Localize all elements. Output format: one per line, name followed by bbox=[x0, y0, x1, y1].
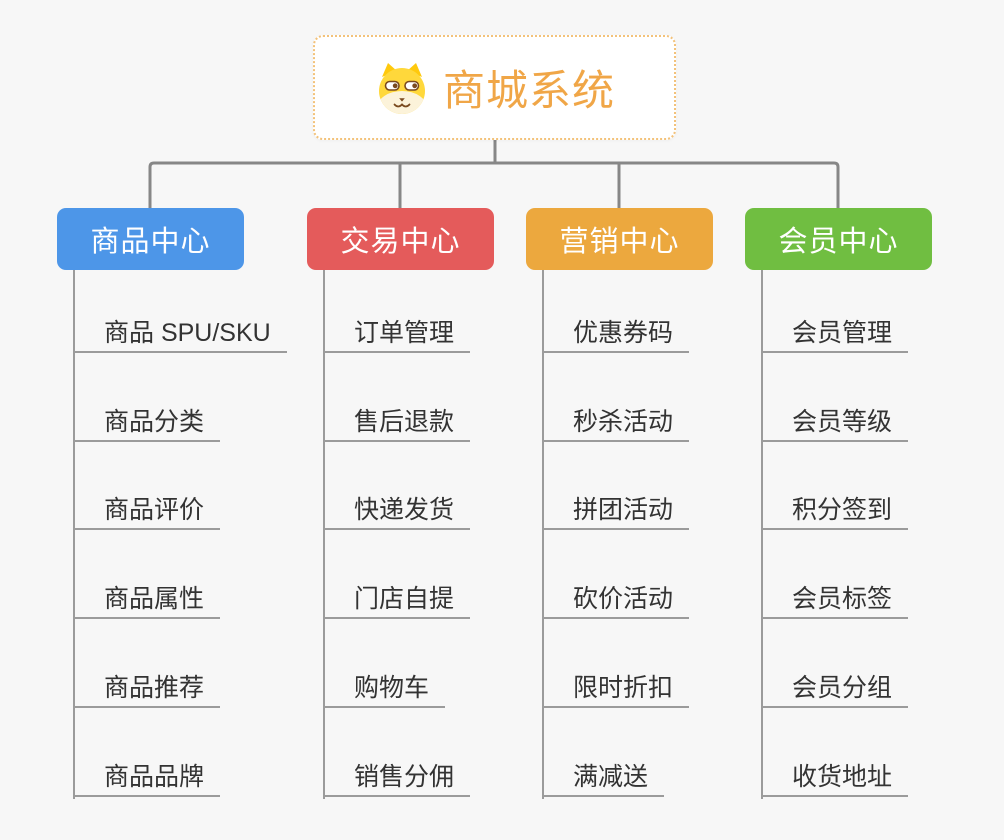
branch-label: 交易中心 bbox=[340, 226, 461, 258]
leaf-node[interactable]: 商品推荐 bbox=[73, 670, 221, 708]
leaf-node[interactable]: 商品品牌 bbox=[73, 759, 221, 797]
branch-drop-line bbox=[73, 270, 75, 799]
leaf-node[interactable]: 满减送 bbox=[542, 759, 665, 797]
leaf-node[interactable]: 销售分佣 bbox=[323, 759, 471, 797]
root-node[interactable]: 商城系统 bbox=[313, 35, 676, 140]
leaf-node[interactable]: 积分签到 bbox=[761, 492, 909, 530]
leaf-node[interactable]: 秒杀活动 bbox=[542, 404, 690, 442]
leaf-node[interactable]: 会员标签 bbox=[761, 581, 909, 619]
leaf-node[interactable]: 会员管理 bbox=[761, 315, 909, 353]
root-title: 商城系统 bbox=[442, 67, 615, 114]
branch-node-trade-center[interactable]: 交易中心 bbox=[307, 208, 494, 270]
branch-node-product-center[interactable]: 商品中心 bbox=[57, 208, 244, 270]
leaf-node[interactable]: 商品属性 bbox=[73, 581, 221, 619]
branch-drop-line bbox=[542, 270, 544, 799]
leaf-node[interactable]: 商品评价 bbox=[73, 492, 221, 530]
branch-node-member-center[interactable]: 会员中心 bbox=[745, 208, 932, 270]
leaf-node[interactable]: 拼团活动 bbox=[542, 492, 690, 530]
branch-node-marketing-center[interactable]: 营销中心 bbox=[526, 208, 713, 270]
branch-drop-line bbox=[323, 270, 325, 799]
leaf-node[interactable]: 收货地址 bbox=[761, 759, 909, 797]
leaf-node[interactable]: 门店自提 bbox=[323, 581, 471, 619]
branch-label: 商品中心 bbox=[90, 226, 211, 258]
leaf-node[interactable]: 优惠券码 bbox=[542, 315, 690, 353]
shiba-dog-icon bbox=[378, 62, 425, 114]
leaf-node[interactable]: 限时折扣 bbox=[542, 670, 690, 708]
branch-label: 营销中心 bbox=[559, 226, 680, 258]
leaf-node[interactable]: 商品分类 bbox=[73, 404, 221, 442]
leaf-node[interactable]: 会员分组 bbox=[761, 670, 909, 708]
leaf-node[interactable]: 快递发货 bbox=[323, 492, 471, 530]
leaf-node[interactable]: 商品 SPU/SKU bbox=[73, 315, 287, 353]
leaf-node[interactable]: 售后退款 bbox=[323, 404, 471, 442]
leaf-node[interactable]: 砍价活动 bbox=[542, 581, 690, 619]
branch-label: 会员中心 bbox=[778, 226, 899, 258]
leaf-node[interactable]: 会员等级 bbox=[761, 404, 909, 442]
branch-drop-line bbox=[761, 270, 763, 799]
leaf-node[interactable]: 订单管理 bbox=[323, 315, 471, 353]
leaf-node[interactable]: 购物车 bbox=[323, 670, 446, 708]
